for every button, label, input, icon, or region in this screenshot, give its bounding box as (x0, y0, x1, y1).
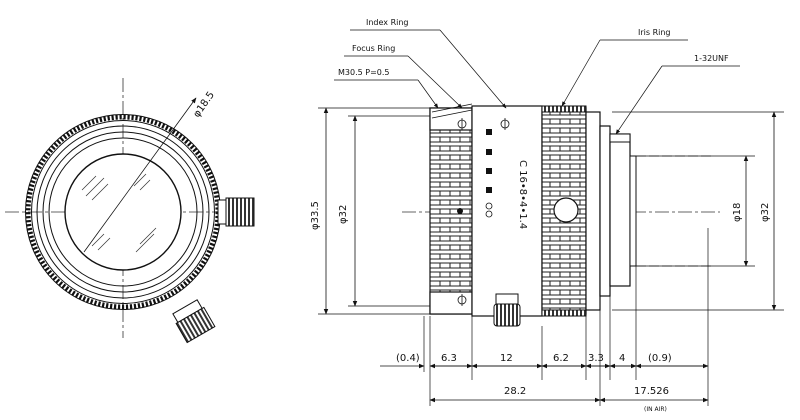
dia-outer-label: φ33.5 (310, 201, 321, 230)
mount-flange (599, 125, 611, 297)
length-dimensions: (0.4) 6.3 12 6.2 3.3 4 (0.9) 28.2 17.526… (380, 228, 709, 413)
front-lock-screw-right (217, 197, 255, 227)
rear-body (585, 111, 601, 311)
iris-ring (541, 105, 587, 317)
thread-callout: M30.5 P=0.5 (338, 68, 390, 77)
front-view: φ18.5 (5, 78, 255, 344)
front-glass (64, 153, 182, 271)
dim-flange: 17.526 (634, 386, 669, 397)
dim-d7: (0.9) (648, 353, 672, 364)
focus-ring-callout: Focus Ring (352, 44, 395, 53)
focus-ring (429, 103, 473, 315)
callouts: Index Ring Focus Ring M30.5 P=0.5 Iris R… (334, 18, 740, 135)
dim-d6: 4 (619, 353, 625, 364)
dim-d3: 12 (500, 353, 513, 364)
dia-rear-inner-label: φ18 (732, 203, 743, 222)
dim-d5: 3.3 (588, 353, 604, 364)
side-view: C 16•8•4•1.4 φ33.5 φ32 (310, 103, 784, 327)
index-ring-callout: Index Ring (366, 18, 409, 27)
dia-rear-label: φ32 (760, 203, 771, 222)
barrel-marking: C 16•8•4•1.4 (517, 160, 528, 229)
iris-ring-callout: Iris Ring (638, 28, 671, 37)
dim-d4: 6.2 (553, 353, 569, 364)
dia-body-label: φ32 (338, 205, 349, 224)
dim-total: 28.2 (504, 386, 526, 397)
front-diameter-label: φ18.5 (191, 90, 217, 120)
front-lock-screw-bottom (172, 299, 216, 344)
dim-d2: 6.3 (441, 353, 457, 364)
dim-flange-note: (IN AIR) (644, 406, 667, 413)
rear-mount (609, 133, 631, 287)
dim-d1: (0.4) (396, 353, 420, 364)
mount-callout: 1-32UNF (694, 54, 729, 63)
